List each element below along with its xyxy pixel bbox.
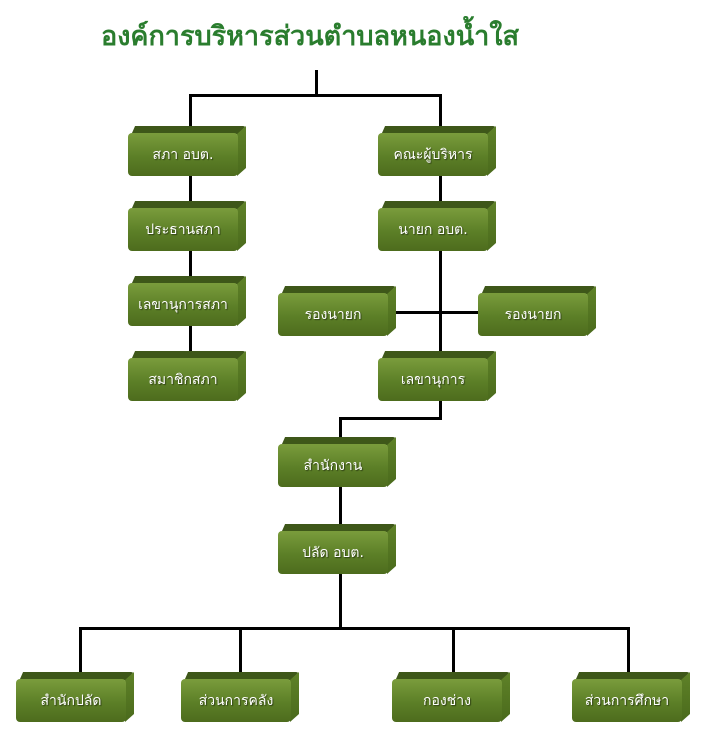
connector xyxy=(315,70,318,96)
node-deputy-mayor-left: รองนายก xyxy=(278,286,396,336)
connector xyxy=(189,170,192,355)
connector xyxy=(79,627,82,675)
connector xyxy=(339,417,342,441)
page-title: องค์การบริหารส่วนตำบลหนองน้ำใส xyxy=(101,21,519,52)
node-executive-board: คณะผู้บริหาร xyxy=(378,126,496,176)
node-secretary: เลขานุการ xyxy=(378,351,496,401)
connector xyxy=(439,94,442,128)
node-department: สำนักปลัด xyxy=(16,672,134,722)
connector xyxy=(452,627,455,675)
node-council: สภา อบต. xyxy=(128,126,246,176)
node-office: สำนักงาน xyxy=(278,437,396,487)
connector xyxy=(439,170,442,355)
connector xyxy=(339,417,442,420)
connector xyxy=(339,570,342,629)
node-department: ส่วนการศึกษา xyxy=(572,672,690,722)
connector xyxy=(79,627,630,630)
connector xyxy=(189,94,192,128)
node-chief-administrator: ปลัด อบต. xyxy=(278,524,396,574)
node-council-secretary: เลขานุการสภา xyxy=(128,276,246,326)
connector xyxy=(189,94,442,97)
connector xyxy=(390,311,482,314)
connector xyxy=(439,395,442,420)
connector xyxy=(339,482,342,528)
node-mayor: นายก อบต. xyxy=(378,201,496,251)
node-deputy-mayor-right: รองนายก xyxy=(478,286,596,336)
node-council-members: สมาชิกสภา xyxy=(128,351,246,401)
node-department: กองช่าง xyxy=(392,672,510,722)
node-council-president: ประธานสภา xyxy=(128,201,246,251)
connector xyxy=(627,627,630,675)
connector xyxy=(239,627,242,675)
node-department: ส่วนการคลัง xyxy=(181,672,299,722)
